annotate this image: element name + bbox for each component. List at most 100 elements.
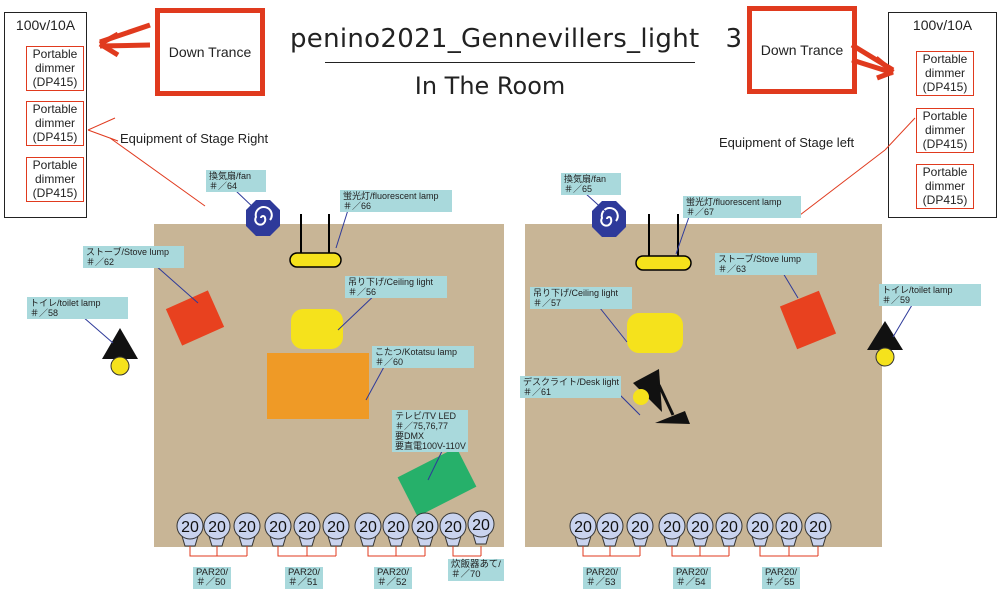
label-toilet-left: トイレ/toilet lamp ＃／58	[27, 297, 128, 319]
par20-fixture: 20	[439, 512, 467, 547]
equipment-stage-right-label: Equipment of Stage Right	[120, 131, 269, 146]
stove-right-icon	[779, 290, 837, 350]
par20-fixture: 20	[176, 512, 204, 547]
par20-text: 20	[269, 519, 287, 536]
par20-text: 20	[601, 519, 619, 536]
fluorescent-lamp-right-icon	[635, 214, 692, 271]
label-ceiling-left: 吊り下げ/Ceiling light ＃／56	[345, 276, 447, 298]
page-subtitle: In The Room	[414, 72, 566, 100]
par20-fixture: 20	[233, 512, 261, 547]
par20-fixture: 20	[626, 512, 654, 547]
par-label-52: PAR20/ ＃／52	[374, 567, 413, 589]
par20-fixture: 20	[467, 510, 495, 545]
par20-text: 20	[327, 519, 345, 536]
par20-text: 20	[387, 519, 405, 536]
par20-text: 20	[574, 519, 592, 536]
par20-fixture: 20	[382, 512, 410, 547]
ceiling-light-right-icon	[627, 313, 683, 353]
par20-fixture: 20	[569, 512, 597, 547]
par-label-53: PAR20/ ＃／53	[583, 567, 622, 589]
par-label-70: 炊飯器あて/ ＃／70	[448, 559, 504, 581]
par-label-55: PAR20/ ＃／55	[762, 567, 801, 589]
label-fluorescent-right: 蛍光灯/fluorescent lamp ＃／67	[683, 196, 801, 218]
par20-fixture: 20	[686, 512, 714, 547]
label-kotatsu: こたつ/Kotatsu lamp ＃／60	[372, 346, 474, 368]
par20-text: 20	[780, 519, 798, 536]
par20-fixture: 20	[715, 512, 743, 547]
left-dimmer-panel: 100v/10A Portable dimmer (DP415) Portabl…	[4, 12, 87, 218]
par-wire	[277, 546, 337, 557]
label-stove-left: ストーブ/Stove lump ＃／62	[83, 246, 184, 268]
par20-fixture: 20	[322, 512, 350, 547]
label-desk-light: デスクライト/Desk light ＃／61	[520, 376, 621, 398]
par20-text: 20	[472, 517, 490, 534]
par20-text: 20	[809, 519, 827, 536]
label-fan-right: 換気扇/fan ＃／65	[561, 173, 621, 195]
left-dimmer-3: Portable dimmer (DP415)	[26, 157, 84, 202]
desk-light-icon	[633, 369, 690, 424]
title-divider	[325, 62, 695, 63]
par-label-50: PAR20/ ＃／50	[193, 567, 232, 589]
kotatsu-icon	[267, 353, 369, 419]
par-wire	[452, 546, 482, 557]
par20-fixture: 20	[203, 512, 231, 547]
toilet-lamp-left-icon	[102, 328, 138, 376]
par-wiring	[189, 546, 819, 557]
par20-text: 20	[208, 519, 226, 536]
par-wire	[189, 546, 248, 557]
par-wire	[582, 546, 641, 557]
par20-text: 20	[751, 519, 769, 536]
stove-left-icon	[165, 290, 225, 346]
tv-led-icon	[397, 447, 477, 517]
fan-right-icon	[592, 201, 626, 237]
equipment-stage-left-label: Equipment of Stage left	[719, 135, 855, 150]
par20-text: 20	[444, 519, 462, 536]
par-wire	[367, 546, 426, 557]
label-ceiling-right: 吊り下げ/Ceiling light ＃／57	[530, 287, 632, 309]
par-label-54: PAR20/ ＃／54	[673, 567, 712, 589]
ceiling-light-left-icon	[291, 309, 343, 349]
par-label-51: PAR20/ ＃／51	[285, 567, 324, 589]
label-leader-lines	[74, 189, 916, 481]
par20-fixture: 20	[411, 512, 439, 547]
label-fan-left: 換気扇/fan ＃／64	[206, 170, 266, 192]
par20-fixture: 20	[293, 512, 321, 547]
par20-fixture: 20	[804, 512, 832, 547]
left-panel-rating: 100v/10A	[15, 17, 76, 33]
par20-text: 20	[298, 519, 316, 536]
toilet-lamp-right-icon	[867, 321, 903, 367]
par20-fixture: 20	[596, 512, 624, 547]
left-dimmer-1: Portable dimmer (DP415)	[26, 46, 84, 91]
par20-fixture: 20	[746, 512, 774, 547]
par20-fixture: 20	[775, 512, 803, 547]
par20-fixture: 20	[658, 512, 686, 547]
par20-text: 20	[663, 519, 681, 536]
fluorescent-lamp-left-icon	[289, 214, 342, 268]
down-trance-left: Down Trance	[155, 8, 265, 96]
label-toilet-right: トイレ/toilet lamp ＃／59	[879, 284, 981, 306]
par20-text: 20	[720, 519, 738, 536]
right-dimmer-2: Portable dimmer (DP415)	[916, 108, 974, 153]
par-wire	[759, 546, 819, 557]
page-number: 3	[725, 24, 743, 54]
par20-text: 20	[181, 519, 199, 536]
par20-text: 20	[359, 519, 377, 536]
right-panel-rating: 100v/10A	[912, 17, 973, 33]
equipment-pointer-lines	[87, 117, 916, 216]
right-dimmer-3: Portable dimmer (DP415)	[916, 164, 974, 209]
par20-fixture: 20	[264, 512, 292, 547]
par20-text: 20	[691, 519, 709, 536]
label-fluorescent-left: 蛍光灯/fluorescent lamp ＃／66	[340, 190, 452, 212]
down-trance-left-arrow	[98, 22, 151, 58]
par20-text: 20	[631, 519, 649, 536]
par-lights-group: 20 20 20 20 20 20 20 20 20 20 20 20 20 20 20 20 20 20 20 20	[176, 510, 832, 547]
par-wire	[671, 546, 730, 557]
par20-text: 20	[238, 519, 256, 536]
down-trance-right: Down Trance	[747, 6, 857, 94]
right-dimmer-panel: 100v/10A Portable dimmer (DP415) Portabl…	[888, 12, 997, 218]
label-tv-led: テレビ/TV LED ＃／75,76,77 要DMX 要直電100V-110V	[392, 410, 468, 452]
label-stove-right: ストーブ/Stove lump ＃／63	[715, 253, 817, 275]
left-dimmer-2: Portable dimmer (DP415)	[26, 101, 84, 146]
